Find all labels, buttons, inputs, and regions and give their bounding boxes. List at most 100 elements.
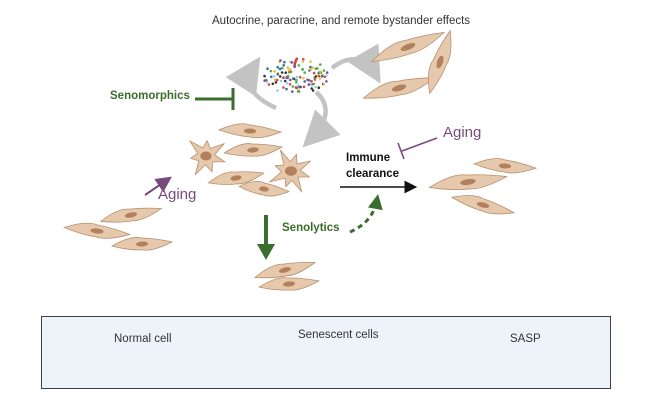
sasp-dot (312, 71, 316, 75)
sasp-dot (263, 79, 266, 82)
sasp-dot (283, 60, 286, 64)
sasp-dot (292, 77, 295, 80)
cell-illustrations (63, 29, 538, 291)
bystander-effect-arrow (330, 43, 381, 84)
legend-normal-cell-label: Normal cell (114, 333, 172, 345)
sasp-dot (285, 81, 289, 85)
sasp-dot (316, 67, 319, 70)
sasp-dot (314, 85, 317, 89)
sasp-dot (322, 69, 326, 72)
sasp-dot (312, 82, 316, 86)
sasp-dot (271, 82, 275, 86)
senolytics-arrow-head (257, 244, 275, 260)
sasp-dot (310, 87, 314, 90)
sasp-dot (317, 86, 321, 89)
legend-sasp-label: SASP (510, 333, 541, 345)
senescent-cell (269, 149, 311, 193)
sasp-dot (291, 90, 294, 93)
sasp-dot (297, 90, 301, 93)
sasp-dot (297, 64, 301, 67)
sasp-dot (320, 75, 324, 78)
legend: Normal cell Senescent cells SASP (41, 316, 611, 389)
sasp-dot (311, 89, 315, 92)
sasp-dot (295, 78, 298, 82)
sasp-dot (290, 61, 294, 64)
immune-clearance-label: Immune clearance (346, 152, 400, 180)
sasp-dot (286, 76, 289, 80)
sasp-dot (322, 83, 326, 86)
sasp-dot (274, 81, 278, 84)
sasp-dot (295, 81, 298, 84)
sasp-dot (307, 79, 311, 82)
sasp-dot (309, 60, 313, 63)
sasp-dot (303, 80, 307, 83)
sasp-dot (317, 74, 321, 78)
normal-cell (207, 171, 265, 185)
sasp-cluster (263, 57, 329, 93)
sasp-dot (291, 85, 295, 88)
sasp-dot (265, 80, 269, 84)
sasp-dot (267, 83, 271, 86)
sasp-dot (276, 73, 280, 76)
sasp-dot (281, 66, 284, 70)
sasp-dot (302, 85, 306, 89)
sasp-dot (303, 71, 307, 74)
sasp-dot (276, 66, 280, 69)
sasp-dot (263, 74, 266, 78)
aging-label-right: Aging (443, 124, 482, 141)
aging-inhibition-bar (397, 142, 405, 160)
normal-cell (99, 207, 163, 223)
sasp-feedback-arrow (302, 90, 341, 148)
normal-cell (253, 262, 317, 279)
sasp-dot (309, 67, 313, 71)
sasp-dot (325, 71, 329, 74)
sasp-dot (273, 78, 277, 81)
sasp-dot (298, 76, 302, 79)
sasp-dot (272, 75, 276, 78)
sasp-dot (298, 85, 301, 89)
normal-cell (428, 174, 508, 190)
senolytics-label: Senolytics (282, 222, 340, 234)
normal-cell (472, 158, 538, 174)
normal-cell (428, 29, 452, 95)
normal-cell (238, 180, 290, 197)
aging-label-left: Aging (158, 186, 197, 203)
normal-cell (370, 31, 446, 63)
normal-cell (362, 77, 436, 99)
sasp-dot (295, 75, 299, 79)
aging-arrow (144, 176, 172, 196)
sasp-dot (282, 64, 286, 67)
sasp-dot (318, 77, 322, 80)
bystander-effects-label: Autocrine, paracrine, and remote bystand… (212, 15, 471, 27)
sasp-dot (279, 79, 283, 83)
sasp-secretion-arrow (225, 56, 277, 111)
pathway-arrows (144, 43, 438, 260)
legend-senescent-cells-label: Senescent cells (298, 329, 379, 341)
sasp-dot (279, 67, 282, 71)
sasp-dot (313, 78, 317, 81)
sasp-dot (288, 78, 292, 82)
sasp-dot (294, 86, 298, 89)
senescent-cell (189, 140, 226, 175)
sasp-dot (319, 63, 322, 66)
sasp-dot (309, 65, 312, 69)
sasp-dot (280, 71, 284, 74)
sasp-dot (325, 74, 328, 77)
sasp-dot (288, 68, 292, 71)
sasp-dot (269, 69, 273, 73)
sasp-dot (276, 89, 279, 92)
normal-cell (217, 123, 283, 139)
sasp-dot (270, 75, 273, 79)
sasp-dot (282, 86, 285, 89)
sasp-dot (310, 79, 313, 83)
immune-activation-arrow (349, 194, 383, 234)
normal-cell (63, 222, 132, 239)
sasp-dot (307, 83, 311, 86)
sasp-dot (279, 59, 282, 62)
sasp-dot (284, 71, 288, 74)
normal-cell (111, 237, 174, 251)
sasp-dot (288, 83, 292, 86)
sasp-dot (282, 76, 285, 79)
sasp-dot (286, 66, 290, 69)
